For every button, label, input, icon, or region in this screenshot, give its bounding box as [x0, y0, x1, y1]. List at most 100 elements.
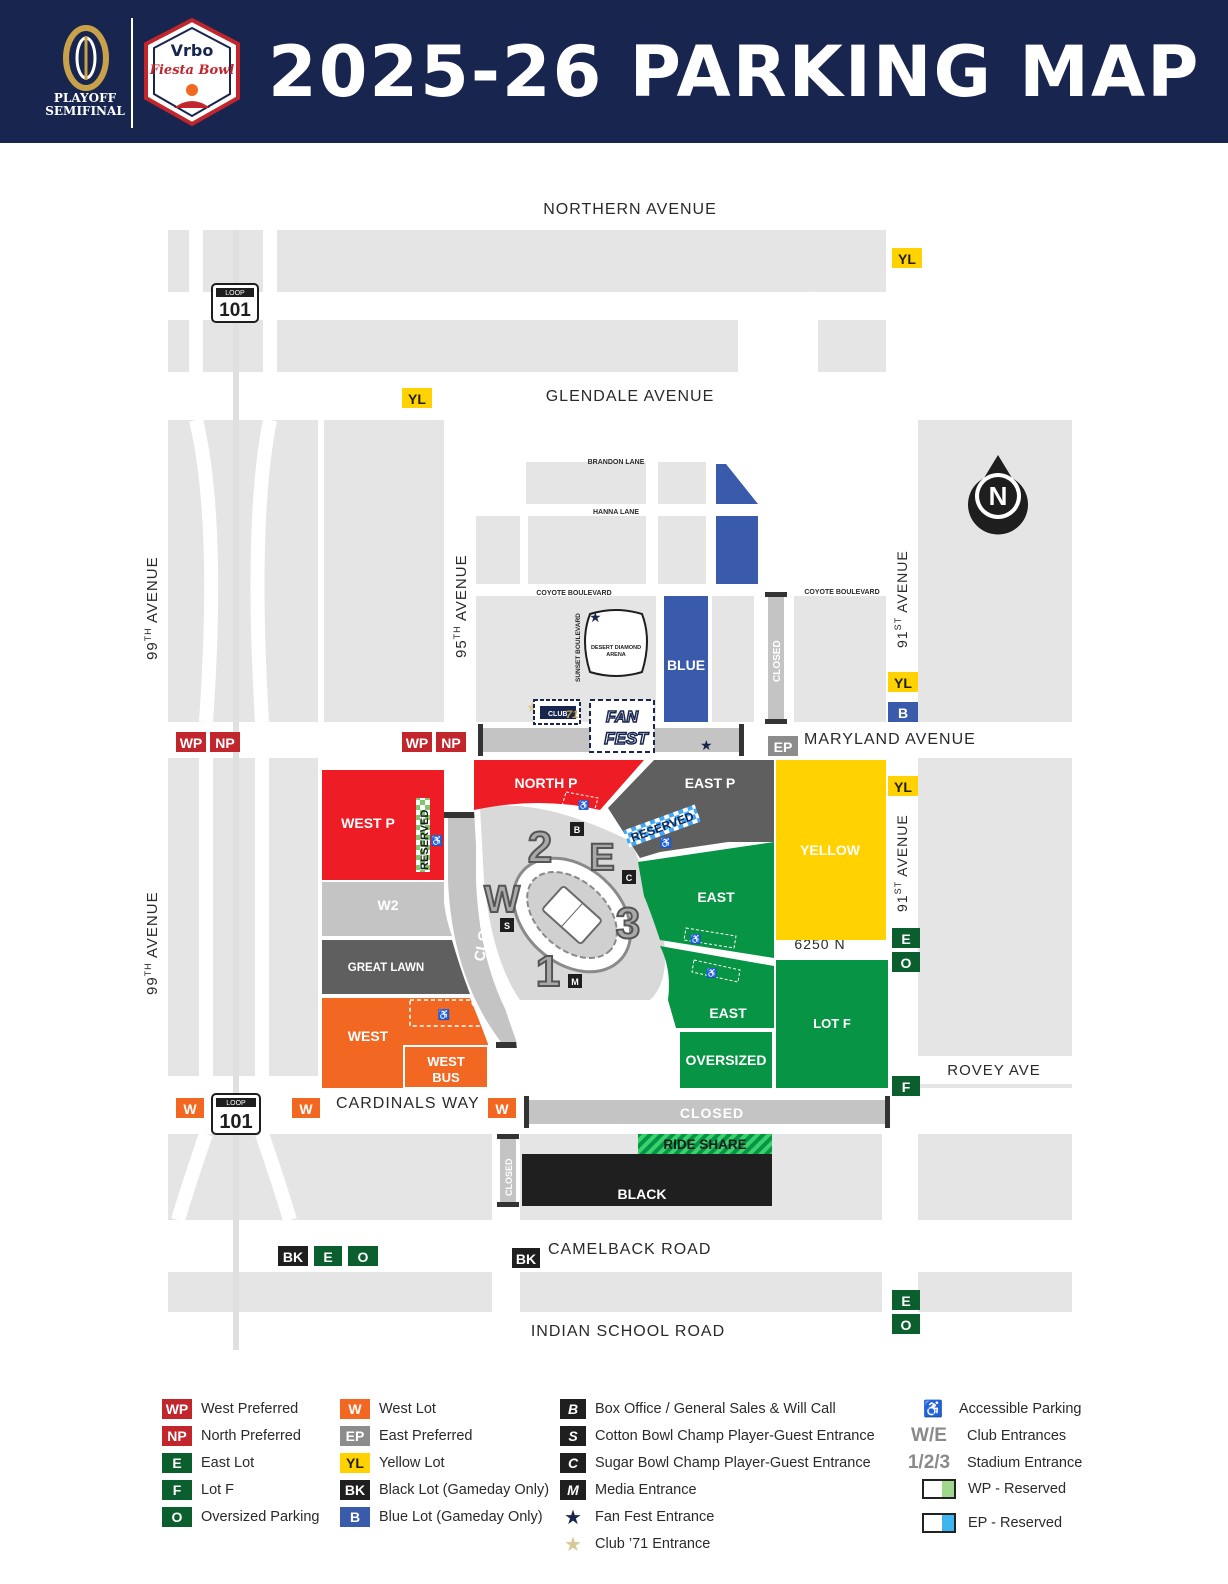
legend-club-entrances-label: Club Entrances — [967, 1428, 1067, 1444]
east-lot-south: EAST ♿ — [660, 946, 774, 1028]
ave99-main-2: 99 — [144, 976, 161, 995]
oversized-lot: OVERSIZED — [680, 1032, 772, 1088]
legend-sugar-label: Sugar Bowl Champ Player-Guest Entrance — [595, 1455, 871, 1471]
95th-avenue-label: 95TH AVENUE — [452, 554, 470, 658]
ride-share-label: RIDE SHARE — [663, 1137, 746, 1152]
ave91-rest: AVENUE — [894, 550, 910, 617]
block-se — [918, 1134, 1072, 1220]
stadium-entrance-2: 2 — [528, 823, 552, 872]
rovey-ave-label: ROVEY AVE — [947, 1062, 1041, 1079]
sun-icon — [186, 84, 198, 96]
block-north-2 — [168, 320, 738, 372]
west-bus-label-1: WEST — [427, 1054, 465, 1069]
legend-ep-badge: EP — [340, 1426, 370, 1446]
badge-o-indian: O — [892, 1314, 920, 1334]
accessible-icon-west-p: ♿ — [431, 834, 443, 847]
legend-w-label: West Lot — [379, 1401, 436, 1417]
legend-bk-label: Black Lot (Gameday Only) — [379, 1482, 550, 1498]
legend-f-badge: F — [162, 1480, 192, 1500]
legend-yl-label: Yellow Lot — [379, 1455, 445, 1471]
legend-wp-reserved: WP - Reserved — [922, 1477, 1066, 1501]
badge-yl-91-north: YL — [888, 672, 918, 692]
legend-wp: WP West Preferred — [162, 1398, 298, 1420]
great-lawn-label: GREAT LAWN — [348, 962, 424, 974]
legend-wp-badge: WP — [162, 1399, 192, 1419]
badge-w-95: W — [488, 1098, 516, 1118]
badge-b-text: B — [898, 705, 908, 721]
badge-yl-text-4: YL — [894, 779, 912, 795]
playoff-semifinal-label: PLAYOFF SEMIFINAL — [30, 92, 140, 118]
badge-yl-text-3: YL — [894, 675, 912, 691]
arena-label-2: ARENA — [606, 652, 626, 658]
badge-w-99: W — [176, 1098, 204, 1118]
legend-b-label: Blue Lot (Gameday Only) — [379, 1509, 543, 1525]
door-b-text: B — [574, 825, 581, 835]
block-camelback-w — [168, 1272, 492, 1312]
91st-avenue-label-north: 91ST AVENUE — [893, 550, 910, 648]
ave99-sup-2: TH — [143, 962, 153, 976]
loop-number: 101 — [219, 300, 251, 321]
accessible-icon-east: ♿ — [690, 933, 701, 944]
accessible-icon-north-p: ♿ — [578, 799, 589, 810]
block-brandon-2 — [658, 462, 706, 504]
badge-f-text: F — [902, 1079, 911, 1095]
accessible-icon-east-south: ♿ — [706, 967, 717, 978]
bowl-brand-text: Vrbo — [171, 41, 214, 60]
legend-f: F Lot F — [162, 1479, 234, 1501]
black-lot: RIDE SHARE BLACK — [522, 1134, 772, 1206]
99th-avenue-label-north: 99TH AVENUE — [143, 556, 161, 660]
91st-avenue-label-south: 91ST AVENUE — [893, 814, 910, 912]
door-s-text: S — [504, 921, 510, 931]
badge-bk-camelback-w: BK — [278, 1246, 308, 1266]
legend-wp-reserved-label: WP - Reserved — [968, 1481, 1067, 1497]
legend-fan-fest-label: Fan Fest Entrance — [595, 1509, 715, 1525]
door-c-text: C — [626, 873, 633, 883]
w2-lot: W2 — [322, 882, 452, 936]
legend-bk-badge: BK — [340, 1480, 370, 1500]
camelback-road-label: CAMELBACK ROAD — [548, 1241, 711, 1258]
loop-label-2: LOOP — [226, 1100, 246, 1107]
club71-brand: CLUB — [548, 711, 567, 718]
badge-yl-91-south: YL — [888, 776, 918, 796]
door-m-text: M — [571, 977, 579, 987]
maryland-avenue-label: MARYLAND AVENUE — [804, 731, 976, 748]
arena-label-1: DESERT DIAMOND — [591, 645, 641, 651]
blue-lot-main — [664, 596, 708, 722]
legend-club71-label: Club ’71 Entrance — [595, 1536, 711, 1552]
99th-avenue-label-south: 99TH AVENUE — [143, 891, 161, 995]
door-box-office: B — [570, 822, 584, 836]
fan-fest-label-1: FAN — [606, 709, 638, 726]
legend-wp-label: West Preferred — [201, 1401, 299, 1417]
blue-lot-label: BLUE — [667, 657, 705, 673]
east-lot: EAST ♿ — [638, 842, 774, 958]
badge-e-camelback: E — [314, 1246, 342, 1266]
fiesta-bowl-logo: Vrbo Fiesta Bowl — [144, 17, 240, 127]
badge-w-text-1: W — [183, 1101, 197, 1117]
desert-diamond-arena: DESERT DIAMOND ARENA — [584, 609, 648, 677]
closed-label-91: CLOSED — [772, 640, 783, 682]
badge-bk-text-1: BK — [283, 1249, 303, 1265]
blue-lot-north — [716, 464, 758, 504]
legend-f-label: Lot F — [201, 1482, 235, 1498]
black-lot-label: BLACK — [618, 1186, 667, 1202]
loop-101-shield-north: LOOP 101 — [211, 283, 259, 323]
badge-ep-text: EP — [774, 739, 793, 755]
stadium-bowl — [511, 856, 633, 974]
legend-yl-badge: YL — [340, 1453, 370, 1473]
block-east-91 — [918, 758, 1072, 1056]
legend-accessible-label: Accessible Parking — [959, 1401, 1082, 1417]
bowl-name-text: Fiesta Bowl — [149, 63, 235, 78]
block-hanna-2 — [528, 516, 646, 584]
badge-np-text-1: NP — [215, 735, 234, 751]
map-badges: YL YL YL B YL WP NP WP NP EP E O F W W W… — [176, 248, 922, 1334]
west-bus-label-2: BUS — [432, 1070, 460, 1085]
parking-map: NORTHERN AVENUE GLENDALE AVENUE MARYLAND… — [143, 201, 1072, 1350]
badge-w-cardinals: W — [292, 1098, 320, 1118]
north-compass-icon: N — [968, 455, 1029, 535]
blue-lot-middle — [716, 516, 758, 584]
